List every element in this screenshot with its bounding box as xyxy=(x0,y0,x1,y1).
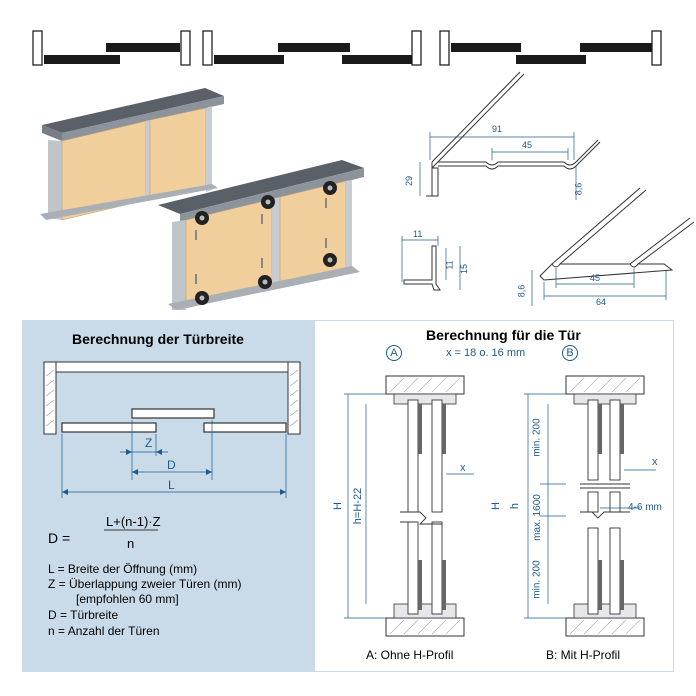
profile-bottom-drawing xyxy=(539,187,695,281)
legend-l: L = Breite der Öffnung (mm) xyxy=(48,562,198,576)
variant-a-section xyxy=(385,375,465,637)
dim-top-width: 91 xyxy=(492,124,503,134)
top-illustrations xyxy=(32,30,695,310)
legend-d: D = Türbreite xyxy=(48,608,119,622)
formula-denominator: n xyxy=(127,536,135,551)
variant-b-marker: B xyxy=(562,345,578,361)
caption-variant-b: B: Mit H-Profil xyxy=(546,648,621,662)
door-scheme-3 xyxy=(202,30,422,66)
profile-bottom-dims xyxy=(531,268,667,306)
door-width-title: Berechnung der Türbreite xyxy=(72,331,244,347)
door-scheme-4 xyxy=(439,30,662,66)
dim-bottom-inner: 45 xyxy=(590,273,601,283)
door-thickness: x = 18 o. 16 mm xyxy=(446,347,526,359)
legend-z-note: [empfohlen 60 mm] xyxy=(76,592,179,606)
cabinet-3d-front xyxy=(40,88,224,221)
door-width-panel xyxy=(22,320,314,672)
formula-numerator: L+(n-1)·Z xyxy=(106,514,161,529)
caption-variant-a: A: Ohne H-Profil xyxy=(366,648,454,662)
dim-l-label: L xyxy=(168,478,175,492)
variant-b-section xyxy=(565,375,645,637)
dim-h-label-a: H xyxy=(331,502,344,510)
formula-lhs: D = xyxy=(48,530,71,546)
profile-small-dims xyxy=(401,236,461,290)
legend-z: Z = Überlappung zweier Türen (mm) xyxy=(48,577,242,591)
profile-top-drawing xyxy=(426,71,601,197)
dim-x-label-b: x xyxy=(652,456,658,468)
dim-max1600: max. 1600 xyxy=(531,494,543,541)
dim-min200-top: min. 200 xyxy=(531,418,543,457)
profile-small-drawing xyxy=(403,245,441,291)
dim-small-width: 11 xyxy=(413,229,423,239)
dim-z-label: Z xyxy=(145,436,153,450)
dim-bottom-width: 64 xyxy=(596,297,607,307)
dim-x-label-a: x xyxy=(460,462,466,474)
dim-h-small-label: h xyxy=(509,502,522,510)
door-scheme-2 xyxy=(32,30,191,66)
variant-a-marker: A xyxy=(386,345,402,361)
dim-gap-label: 4-6 mm xyxy=(628,502,662,513)
legend-n: n = Anzahl der Türen xyxy=(48,624,160,638)
profile-top-dims xyxy=(419,132,577,200)
dim-h-label-b: H xyxy=(489,502,502,510)
dim-min200-bottom: min. 200 xyxy=(531,560,543,599)
door-height-title: Berechnung für die Tür xyxy=(426,327,581,343)
dim-d-label: D xyxy=(167,458,176,472)
cabinet-3d-rollers xyxy=(158,160,364,310)
dim-h22-label: h=H-22 xyxy=(352,487,365,525)
dim-top-inner: 45 xyxy=(522,140,533,150)
